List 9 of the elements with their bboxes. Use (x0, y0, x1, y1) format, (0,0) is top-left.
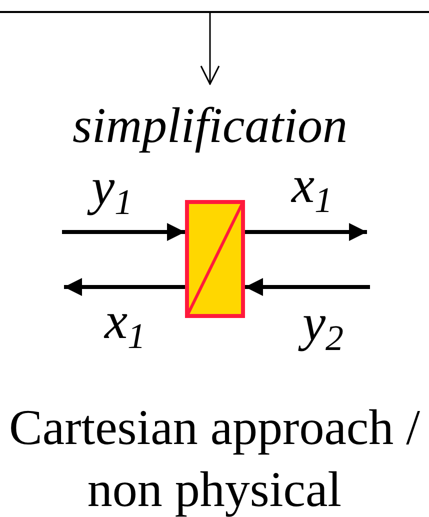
arrow (62, 223, 185, 241)
arrow (200, 13, 220, 85)
arrow (245, 223, 367, 241)
converter-box (185, 200, 245, 318)
arrow (245, 278, 370, 296)
arrow (64, 278, 185, 296)
edge-label: x$_{1}$ (104, 296, 146, 348)
edge-label: x$_{1}$ (291, 160, 333, 212)
caption: Cartesian approach / non physical (8, 398, 421, 517)
